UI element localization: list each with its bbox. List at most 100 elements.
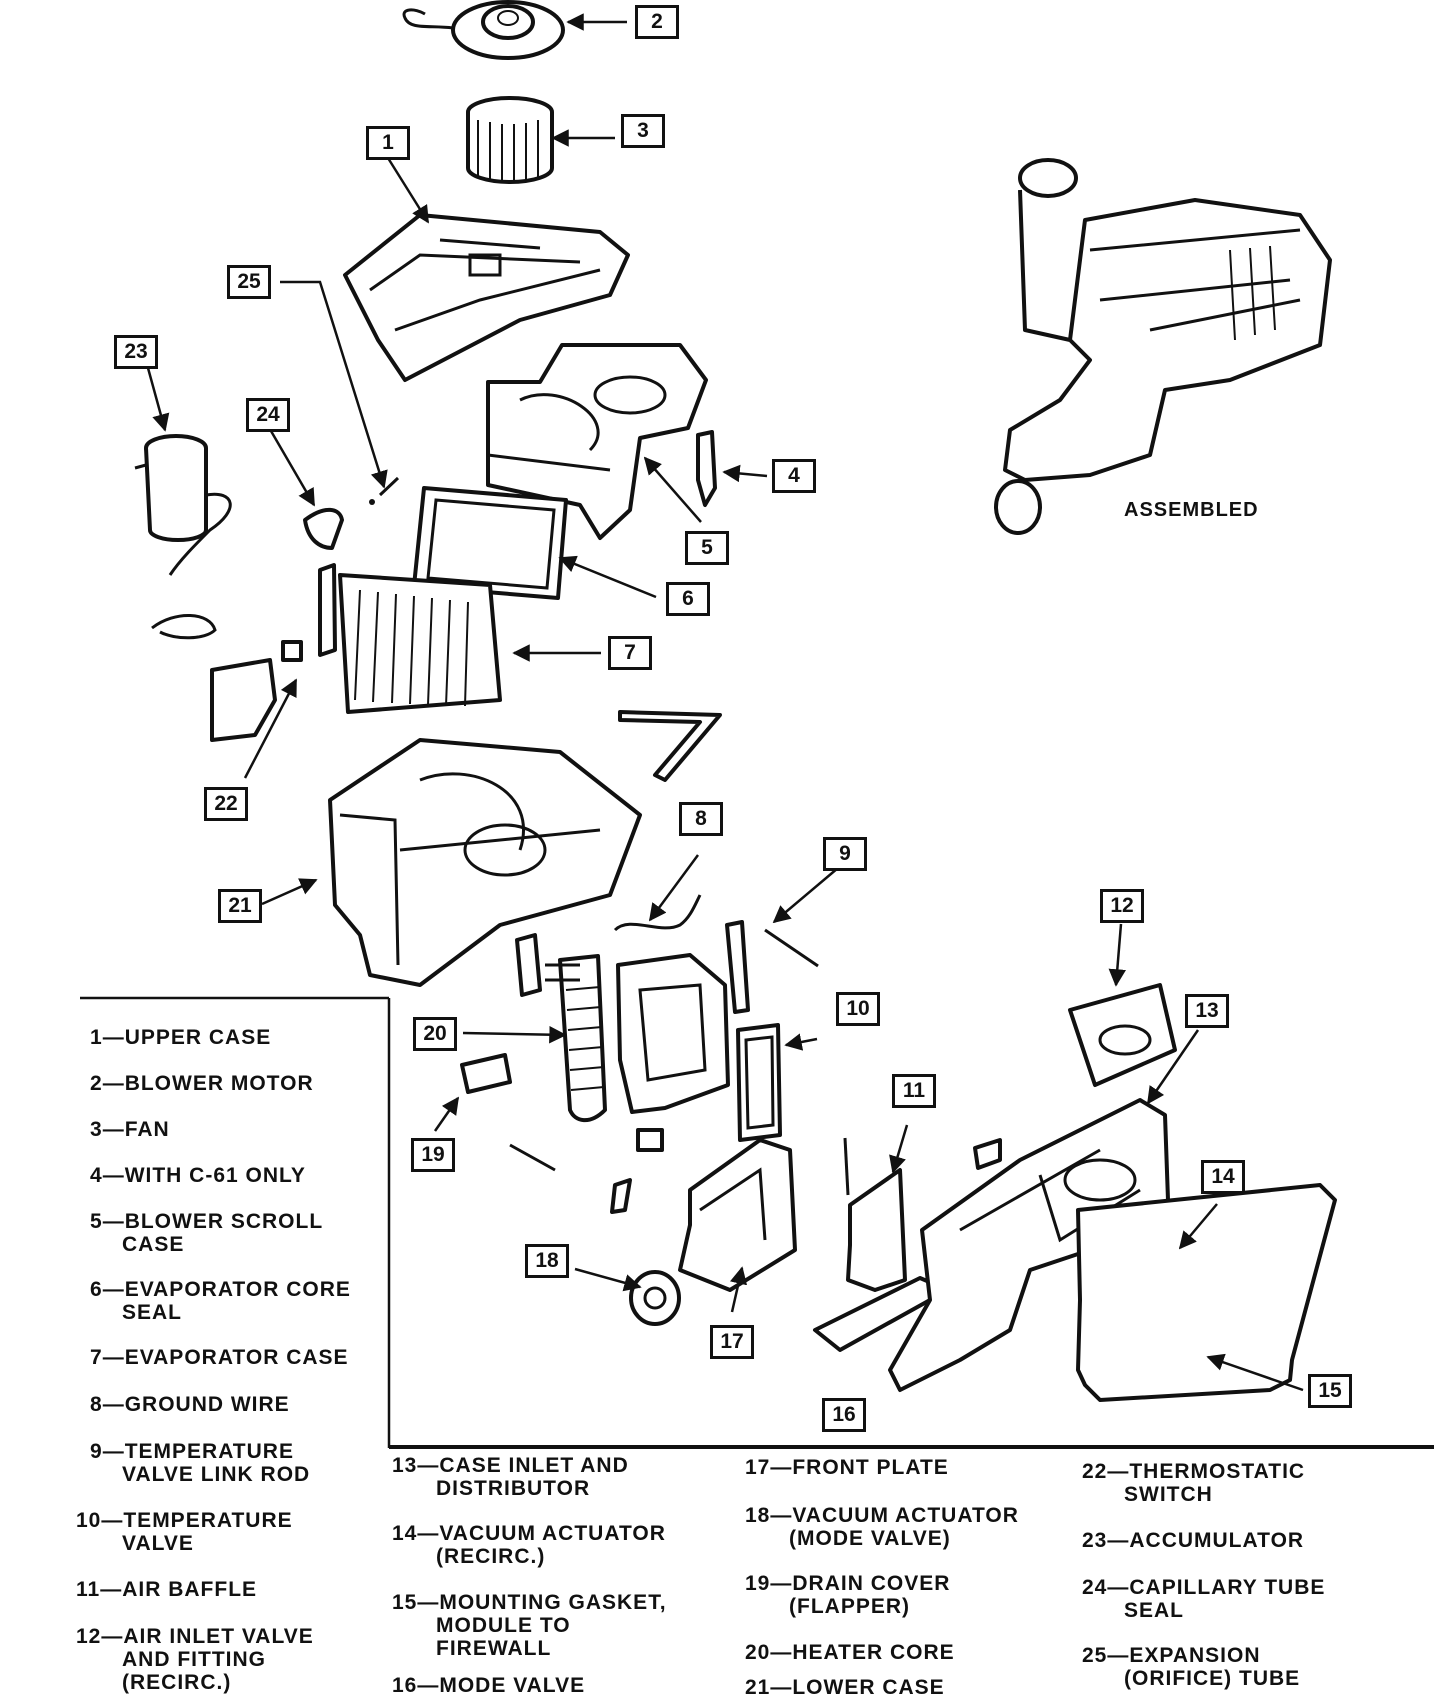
leader-lines <box>146 13 1304 1392</box>
expansion-tube-part <box>369 476 400 505</box>
legend-text-cont: DISTRIBUTOR <box>436 1477 591 1500</box>
legend-num: 24 <box>1082 1576 1108 1599</box>
legend-num: 2 <box>90 1072 103 1095</box>
legend-item-23: 23—ACCUMULATOR <box>1082 1529 1305 1552</box>
legend-num: 16 <box>392 1674 418 1697</box>
drain-cover-part <box>460 1053 512 1094</box>
legend-num: 13 <box>392 1454 418 1477</box>
legend-num: 11 <box>76 1578 101 1601</box>
legend-text: CAPILLARY TUBE <box>1129 1576 1326 1599</box>
legend-text-cont: SWITCH <box>1124 1483 1213 1506</box>
callout-2: 2 <box>635 5 679 39</box>
callout-15: 15 <box>1308 1374 1352 1408</box>
legend-text: EXPANSION <box>1129 1644 1261 1667</box>
temperature-valve-part <box>736 1023 782 1142</box>
callout-8: 8 <box>679 802 723 836</box>
legend-item-25: 25—EXPANSION(ORIFICE) TUBE <box>1082 1644 1301 1690</box>
callout-13: 13 <box>1185 994 1229 1028</box>
legend-text: FRONT PLATE <box>792 1456 949 1479</box>
legend-num: 17 <box>745 1456 771 1479</box>
legend-text-cont: AND FITTING <box>122 1648 266 1671</box>
callout-22: 22 <box>204 787 248 821</box>
legend-text-cont: FIREWALL <box>436 1637 552 1660</box>
seal-strip-part <box>618 710 722 782</box>
thermostatic-switch-part <box>151 614 303 742</box>
callout-7: 7 <box>608 636 652 670</box>
legend-num: 15 <box>392 1591 418 1614</box>
upper-case-part <box>343 213 630 382</box>
legend-item-4: 4—WITH C-61 ONLY <box>90 1164 306 1187</box>
case-inlet-distributor-part <box>888 1098 1170 1392</box>
legend-item-21: 21—LOWER CASE <box>745 1676 945 1699</box>
legend-text-cont: VALVE LINK ROD <box>122 1463 311 1486</box>
callout-17: 17 <box>710 1325 754 1359</box>
legend-text-cont: SEAL <box>122 1301 183 1324</box>
callout-24: 24 <box>246 398 290 432</box>
lower-case-part <box>328 738 642 987</box>
legend-text-cont: (ORIFICE) TUBE <box>1124 1667 1301 1690</box>
mounting-gasket-part <box>1076 1183 1337 1402</box>
legend-text: MODE VALVE <box>439 1674 586 1697</box>
legend-num: 23 <box>1082 1529 1108 1552</box>
legend-text: DRAIN COVER <box>792 1572 951 1595</box>
callout-4: 4 <box>772 459 816 493</box>
legend-num: 9 <box>90 1440 103 1463</box>
temperature-valve-link-rod-part <box>725 920 819 1014</box>
heater-core-part <box>515 933 607 1123</box>
legend-item-19: 19—DRAIN COVER(FLAPPER) <box>745 1572 951 1618</box>
legend-num: 1 <box>90 1026 103 1049</box>
legend-item-18: 18—VACUUM ACTUATOR(MODE VALVE) <box>745 1504 1019 1550</box>
legend-num: 25 <box>1082 1644 1108 1667</box>
legend-text-cont: VALVE <box>122 1532 194 1555</box>
legend-item-7: 7—EVAPORATOR CASE <box>90 1346 349 1369</box>
legend-text: MOUNTING GASKET, <box>439 1591 667 1614</box>
callout-21: 21 <box>218 889 262 923</box>
legend-text: CASE INLET AND <box>439 1454 629 1477</box>
legend-num: 8 <box>90 1393 103 1416</box>
evaporator-case-part <box>318 563 502 714</box>
legend-num: 7 <box>90 1346 103 1369</box>
legend-num: 3 <box>90 1118 103 1141</box>
callout-16: 16 <box>822 1398 866 1432</box>
legend-num: 22 <box>1082 1460 1108 1483</box>
callout-14: 14 <box>1201 1160 1245 1194</box>
callout-6: 6 <box>666 582 710 616</box>
legend-item-16: 16—MODE VALVE <box>392 1674 586 1697</box>
legend-item-20: 20—HEATER CORE <box>745 1641 955 1664</box>
legend-text: EVAPORATOR CASE <box>124 1346 349 1369</box>
misc-small-parts <box>509 1128 664 1214</box>
legend-num: 14 <box>392 1522 418 1545</box>
legend-item-3: 3—FAN <box>90 1118 170 1141</box>
callout-18: 18 <box>525 1244 569 1278</box>
callout-3: 3 <box>621 114 665 148</box>
legend-text: AIR INLET VALVE <box>123 1625 314 1648</box>
callout-12: 12 <box>1100 889 1144 923</box>
legend-num: 10 <box>76 1509 102 1532</box>
callout-9: 9 <box>823 837 867 871</box>
legend-text-cont: (RECIRC.) <box>122 1671 232 1694</box>
legend-text: BLOWER SCROLL <box>124 1210 324 1233</box>
legend-text-cont: CASE <box>122 1233 185 1256</box>
mode-vacuum-actuator-part <box>629 1270 681 1326</box>
front-plate-part <box>678 1138 797 1292</box>
legend-text-cont: (MODE VALVE) <box>789 1527 951 1550</box>
blower-motor-part <box>402 0 565 60</box>
legend-num: 12 <box>76 1625 102 1648</box>
legend-item-11: 11—AIR BAFFLE <box>76 1578 258 1601</box>
air-inlet-valve-part <box>1068 983 1177 1087</box>
heater-case-part <box>616 953 730 1114</box>
callout-10: 10 <box>836 992 880 1026</box>
legend-item-8: 8—GROUND WIRE <box>90 1393 290 1416</box>
legend-frame <box>80 996 1434 1449</box>
assembled-module-part <box>994 158 1332 535</box>
legend-text: VACUUM ACTUATOR <box>792 1504 1019 1527</box>
legend-num: 4 <box>90 1164 103 1187</box>
legend-text: GROUND WIRE <box>124 1393 290 1416</box>
legend-text: LOWER CASE <box>792 1676 945 1699</box>
